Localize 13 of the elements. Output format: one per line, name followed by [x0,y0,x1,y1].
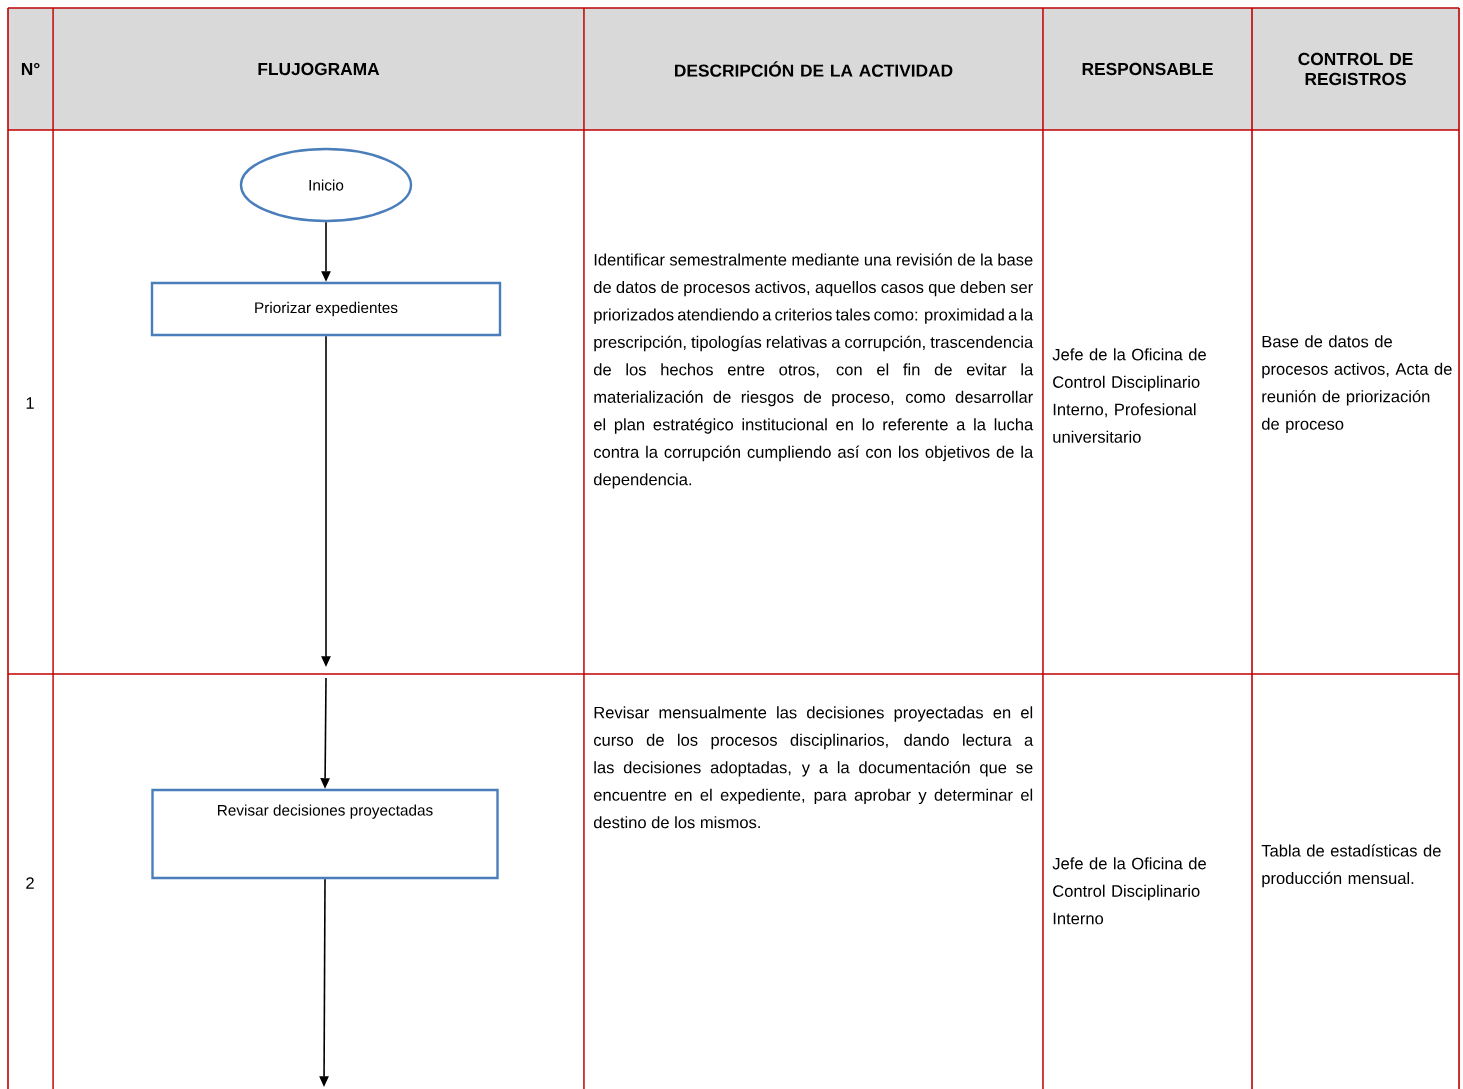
header-cell: RESPONSABLE [1043,8,1252,130]
header-cell: N° [8,8,53,130]
table-cell: Jefe de la Oficina de Control Disciplinario Interno, Profesional universitario [1052,348,1206,443]
process-box: Priorizar expedientes [150,281,502,337]
table-cell: Base de datos de procesos activos, Acta de reunión de priorización de proceso [1261,335,1452,434]
header-cell: CONTROL DE REGISTROS [1252,8,1459,130]
table-cell: Jefe de la Oficina de Control Disciplinario Interno [1052,857,1206,925]
row-number: 1 [26,397,34,409]
row-number: 2 [26,877,34,889]
table-cell: Tabla de estadísticas de producción mensual. [1261,844,1441,888]
process-box: Revisar decisiones proyectadas [151,788,499,880]
table-cell: Identificar semestralmente mediante una revisión de la base de datos de procesos activos, aquellos casos que deben ser priorizados atendiendo a criterios tales como: proximidad a la prescripción, tipologías relativas a corrupción, trascendencia de los hechos entre otros, con el fin de evitar la materialización de riesgos de proceso, como desarrollar el plan estratégico institucional en lo referente a la lucha contra la corrupción cumpliendo así con los objetivos de la dependencia. [593,253,1034,489]
table-cell: Revisar mensualmente las decisiones proyectadas en el curso de los procesos disciplinarios, dando lectura a las decisiones adoptadas, y a la documentación que se encuentre en el expediente, para aprobar y determinar el destino de los mismos. [593,706,1034,829]
